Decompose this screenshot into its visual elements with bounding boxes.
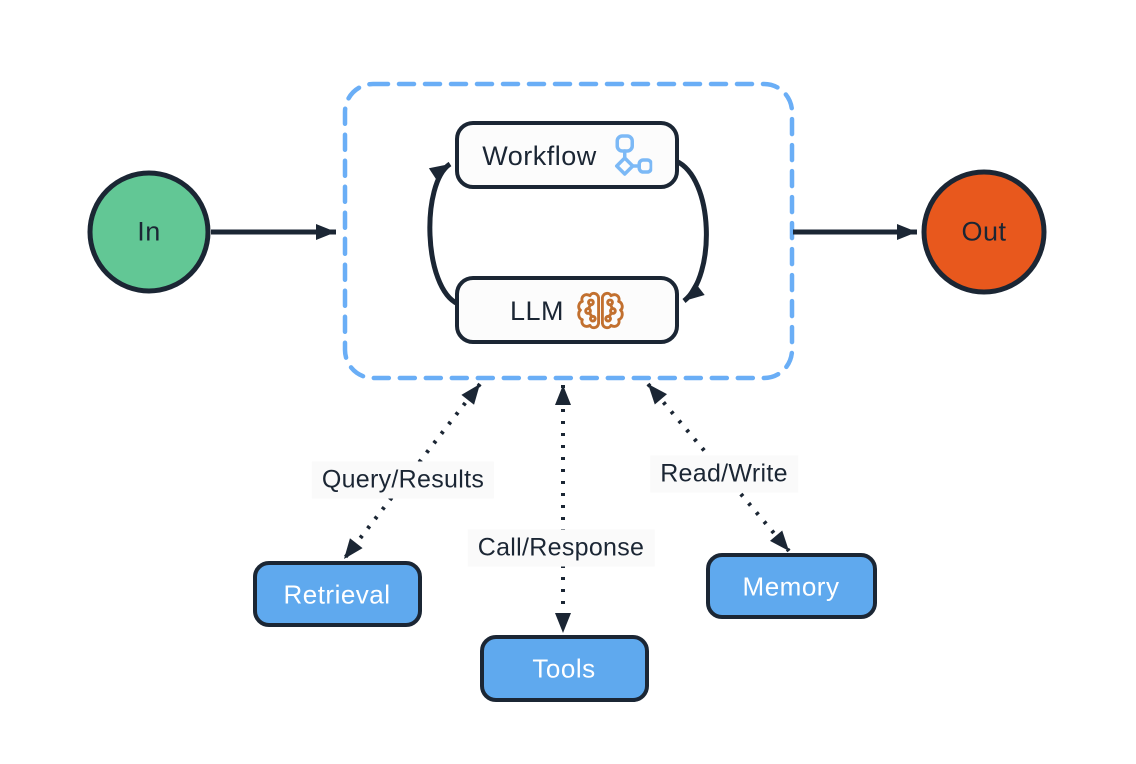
retrieval-node-label: Retrieval: [283, 579, 391, 610]
workflow-graph-icon: [614, 134, 652, 176]
agent-boundary-dashed-box: [342, 81, 795, 381]
brain-circuit-icon: [577, 291, 624, 330]
memory-node-label: Memory: [742, 571, 840, 602]
tools-node-box: [480, 635, 649, 702]
output-node-label: Out: [961, 216, 1007, 247]
workflow-node-label: Workflow: [482, 140, 597, 171]
llm-node-label: LLM: [509, 295, 565, 326]
llm-to-workflow-arc-arrow: [427, 161, 460, 307]
input-node-label: In: [137, 216, 161, 247]
read-write-edge-label: Read/Write: [650, 455, 798, 493]
tools-node-label: Tools: [532, 653, 596, 684]
output-node-circle: [921, 169, 1047, 295]
llm-node-label-group: LLM: [510, 289, 624, 333]
workflow-node-label-group: Workflow: [482, 133, 652, 179]
input-node-circle: [87, 170, 211, 294]
query-results-edge-label: Query/Results: [311, 461, 495, 499]
memory-node-box: [706, 553, 877, 619]
call-response-edge-label: Call/Response: [467, 529, 655, 567]
llm-node-box: [455, 276, 679, 344]
workflow-to-llm-arc-arrow: [674, 158, 709, 303]
retrieval-node-box: [253, 561, 422, 627]
